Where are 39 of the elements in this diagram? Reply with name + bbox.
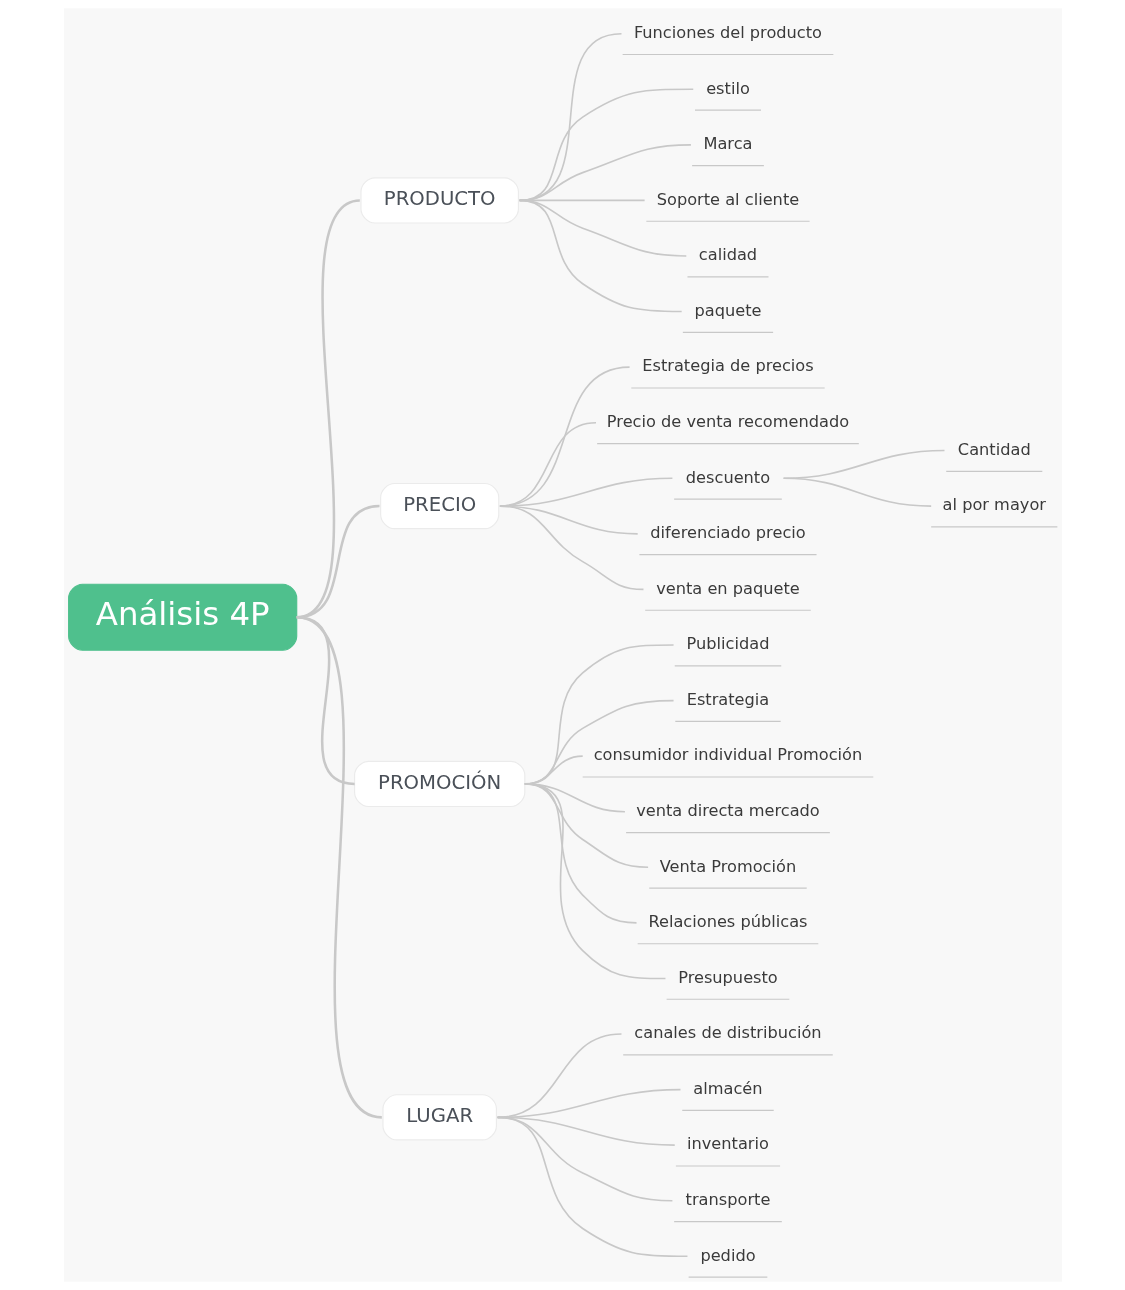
node-text: venta en paquete (655, 578, 800, 598)
connector (496, 1116, 688, 1258)
node-box: PROMOCIÓN (353, 760, 525, 808)
node-text: canales de distribución (633, 1023, 822, 1043)
node-text: al por mayor (942, 495, 1046, 515)
node-text: Relaciones públicas (647, 912, 808, 932)
connector (498, 505, 644, 591)
node-text: venta directa mercado (635, 801, 820, 820)
node-text: almacén (692, 1078, 763, 1098)
node-text: Estrategia (686, 689, 769, 709)
node-text: Venta Promoción (659, 856, 796, 876)
connector (295, 616, 382, 1119)
node-text: transporte (685, 1190, 770, 1210)
node-text: descuento (685, 467, 770, 487)
connector (782, 477, 932, 507)
node-text: diferenciado precio (649, 523, 806, 543)
node-box: Análisis 4P (67, 583, 297, 651)
node-box: PRODUCTO (359, 177, 519, 224)
node-text: Funciones del producto (633, 22, 822, 42)
node-text: inventario (686, 1134, 769, 1154)
connector (782, 449, 945, 480)
node-box: LUGAR (381, 1094, 497, 1141)
node-text: Estrategia de precios (641, 356, 814, 376)
node-text: consumidor individual Promoción (593, 745, 862, 765)
node-text: Soporte al cliente (656, 189, 799, 209)
connector (496, 1033, 622, 1119)
node-text: Marca (702, 134, 752, 154)
node-text: pedido (699, 1245, 756, 1265)
node-text: calidad (698, 245, 757, 265)
node-text: Cantidad (957, 439, 1031, 459)
node-text: paquete (693, 300, 761, 320)
node-text: Publicidad (686, 634, 769, 654)
node-box: PRECIO (379, 482, 499, 530)
node-text: Presupuesto (677, 967, 778, 987)
node-text: Precio de venta recomendado (606, 411, 849, 431)
connector (518, 88, 694, 202)
connector (518, 199, 682, 313)
connector (523, 783, 666, 980)
node-text: estilo (705, 78, 750, 98)
